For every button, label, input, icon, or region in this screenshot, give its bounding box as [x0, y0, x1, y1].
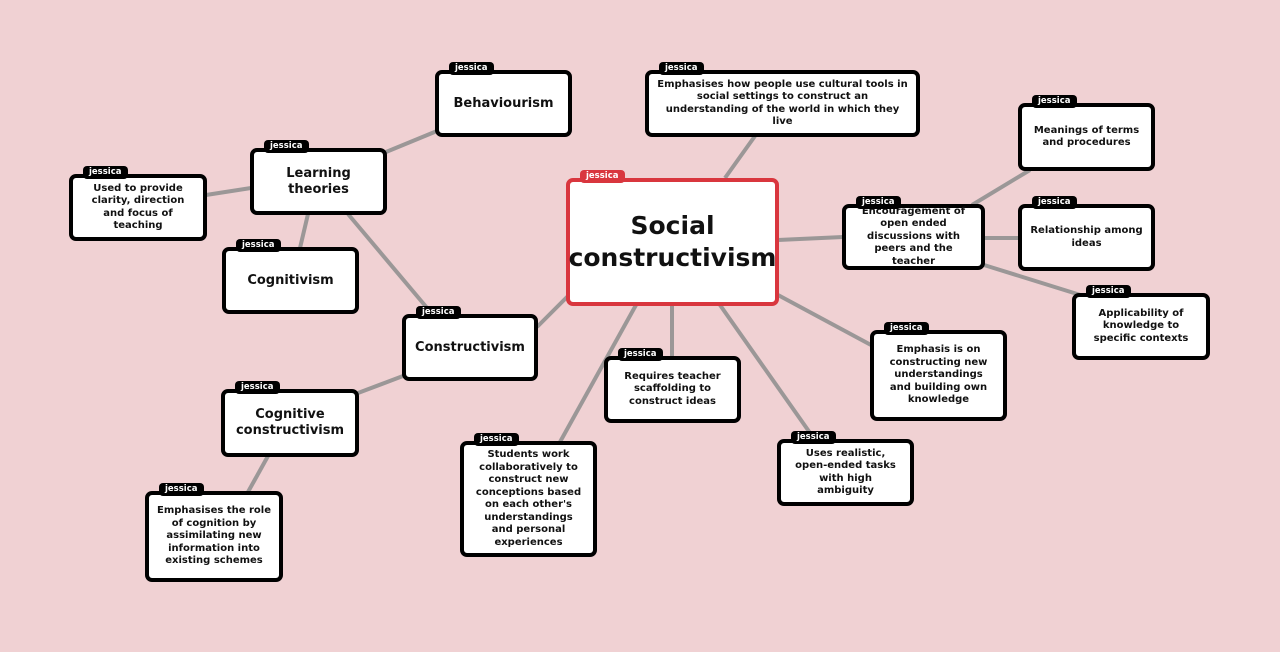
- node-students-collaborate[interactable]: jessica Students work collaboratively to…: [460, 433, 597, 557]
- link-center-students: [558, 304, 638, 443]
- author-tag: jessica: [791, 431, 836, 444]
- node-text: Learning theories: [286, 165, 351, 197]
- node-encouragement[interactable]: jessica Encouragement of open ended disc…: [842, 196, 985, 270]
- node-text: Behaviourism: [453, 95, 554, 111]
- node-text: Students work collaboratively to constru…: [475, 449, 582, 548]
- node-text: Requires teacher scaffolding to construc…: [624, 370, 721, 407]
- link-center-emphasis: [777, 293, 872, 347]
- author-tag: jessica: [474, 433, 519, 446]
- node-text: Applicability of knowledge to specific c…: [1093, 307, 1189, 344]
- node-applicability[interactable]: jessica Applicability of knowledge to sp…: [1072, 285, 1210, 360]
- author-tag: jessica: [449, 62, 494, 75]
- node-social-constructivism[interactable]: jessica Social constructivism: [566, 170, 779, 306]
- author-tag: jessica: [580, 170, 625, 183]
- node-emphasis[interactable]: jessica Emphasis is on constructing new …: [870, 322, 1007, 421]
- node-text: Meanings of terms and procedures: [1033, 124, 1140, 149]
- node-constructivism[interactable]: jessica Constructivism: [402, 306, 538, 381]
- node-text: Social constructivism: [568, 211, 777, 272]
- link-learning-constructivism: [346, 212, 435, 317]
- link-learning-used: [205, 186, 252, 197]
- node-text: Emphasises the role of cognition by assi…: [157, 505, 271, 567]
- author-tag: jessica: [83, 166, 128, 179]
- author-tag: jessica: [264, 140, 309, 153]
- author-tag: jessica: [1032, 196, 1077, 209]
- author-tag: jessica: [618, 348, 663, 361]
- author-tag: jessica: [1032, 95, 1077, 108]
- link-constructivism-cognitive: [357, 374, 404, 395]
- link-center-encouragement: [777, 235, 844, 242]
- node-cognitive-constructivism[interactable]: jessica Cognitive constructivism: [221, 381, 359, 457]
- node-requires-scaffolding[interactable]: jessica Requires teacher scaffolding to …: [604, 348, 741, 423]
- node-cognitivism[interactable]: jessica Cognitivism: [222, 239, 359, 314]
- link-learning-cognitivism: [298, 213, 310, 249]
- link-cognitive-role: [246, 455, 270, 493]
- author-tag: jessica: [659, 62, 704, 75]
- node-text: Uses realistic, open-ended tasks with hi…: [795, 447, 896, 497]
- author-tag: jessica: [1086, 285, 1131, 298]
- link-center-cultural: [723, 134, 757, 180]
- node-text: Emphasises how people use cultural tools…: [657, 78, 908, 128]
- link-encouragement-meanings: [970, 168, 1032, 207]
- author-tag: jessica: [884, 322, 929, 335]
- link-learning-behaviourism: [385, 129, 438, 154]
- node-text: Used to provide clarity, direction and f…: [91, 182, 185, 232]
- link-center-uses: [718, 303, 817, 442]
- node-text: Cognitive constructivism: [235, 407, 345, 438]
- node-meanings[interactable]: jessica Meanings of terms and procedures: [1018, 95, 1155, 171]
- author-tag: jessica: [235, 381, 280, 394]
- node-learning-theories[interactable]: jessica Learning theories: [250, 140, 387, 215]
- link-constructivism-center: [535, 294, 570, 329]
- node-text: Cognitivism: [247, 272, 334, 288]
- node-text: Constructivism: [415, 339, 525, 355]
- node-uses-realistic[interactable]: jessica Uses realistic, open-ended tasks…: [777, 431, 914, 506]
- author-tag: jessica: [236, 239, 281, 252]
- node-relationship[interactable]: jessica Relationship among ideas: [1018, 196, 1155, 271]
- node-text: Relationship among ideas: [1030, 225, 1143, 249]
- node-text: Encouragement of open ended discussions …: [861, 205, 966, 267]
- node-cultural-tools[interactable]: jessica Emphasises how people use cultur…: [645, 62, 920, 137]
- link-encouragement-applicability: [983, 263, 1091, 300]
- node-role-of-cognition[interactable]: jessica Emphasises the role of cognition…: [145, 483, 283, 582]
- author-tag: jessica: [159, 483, 204, 496]
- node-text: Emphasis is on constructing new understa…: [889, 344, 988, 406]
- author-tag: jessica: [416, 306, 461, 319]
- author-tag: jessica: [856, 196, 901, 209]
- node-behaviourism[interactable]: jessica Behaviourism: [435, 62, 572, 137]
- node-used-to-provide[interactable]: jessica Used to provide clarity, directi…: [69, 166, 207, 241]
